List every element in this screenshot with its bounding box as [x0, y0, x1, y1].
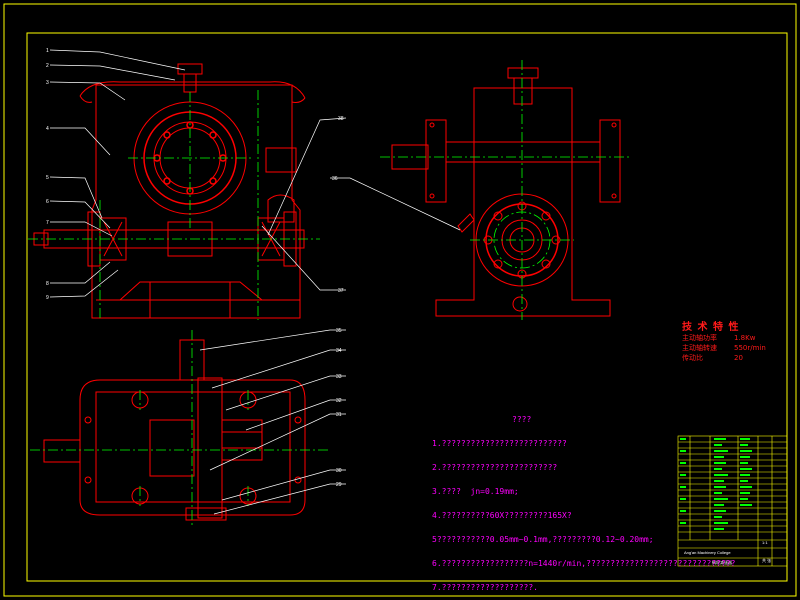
tech-value: 20 — [734, 354, 743, 362]
svg-text:3: 3 — [46, 80, 49, 86]
part-labels: 1 2 3 4 5 6 7 8 9 38 37 36 35 34 33 32 3… — [46, 48, 344, 488]
tech-row: 传动比 20 — [682, 353, 766, 363]
note-line: 7.???????????????????. — [432, 583, 538, 592]
tech-row: 主动轴转速 550r/min — [682, 343, 766, 353]
note-line: 3.???? jn=0.19mm; — [432, 487, 519, 496]
technical-notes: ???? 1.?????????????????????????? 2.????… — [432, 400, 735, 600]
svg-text:5: 5 — [46, 175, 49, 181]
note-line: 6.??????????????????n=1440r/min,????????… — [432, 559, 736, 568]
side-leaders — [330, 177, 461, 231]
parts-list-entries — [680, 438, 752, 530]
svg-text:7: 7 — [46, 220, 49, 226]
svg-text:8: 8 — [46, 281, 49, 287]
parts-list-table — [677, 435, 788, 567]
svg-text:蜗轮减速器: 蜗轮减速器 — [712, 559, 732, 565]
svg-text:30: 30 — [336, 468, 342, 474]
side-centerlines — [380, 60, 630, 320]
front-section-view — [33, 63, 306, 319]
tech-label: 主动轴功率 — [682, 334, 717, 342]
notes-title: ???? — [512, 415, 532, 424]
svg-text:共 张: 共 张 — [762, 557, 771, 563]
inner-frame — [26, 32, 788, 582]
svg-text:Ang'an Machinery College: Ang'an Machinery College — [684, 550, 731, 555]
svg-text:36: 36 — [332, 176, 338, 182]
svg-text:37: 37 — [338, 288, 344, 294]
top-view — [43, 339, 306, 521]
svg-text:6: 6 — [46, 199, 49, 205]
tech-label: 传动比 — [682, 354, 703, 362]
svg-text:32: 32 — [336, 398, 342, 404]
svg-text:1: 1 — [46, 48, 49, 54]
note-line: 5???????????0.05mm~0.1mm,?????????0.12~0… — [432, 535, 654, 544]
front-leaders — [49, 49, 347, 298]
svg-text:34: 34 — [336, 348, 342, 354]
note-line: 2.???????????????????????? — [432, 463, 558, 472]
outer-frame — [3, 3, 797, 597]
side-view — [391, 67, 621, 317]
svg-text:35: 35 — [336, 328, 342, 334]
title-block-text: Ang'an Machinery College 蜗轮减速器 1:1 共 张 — [684, 540, 771, 565]
note-line: 1.?????????????????????????? — [432, 439, 567, 448]
svg-text:29: 29 — [336, 482, 342, 488]
svg-text:38: 38 — [338, 116, 344, 122]
tech-value: 1.8Kw — [734, 334, 756, 342]
svg-text:31: 31 — [336, 412, 342, 418]
svg-text:2: 2 — [46, 63, 49, 69]
svg-text:1:1: 1:1 — [762, 540, 768, 545]
tech-title: 技 术 特 性 — [682, 322, 740, 333]
svg-text:9: 9 — [46, 295, 49, 301]
svg-text:4: 4 — [46, 126, 49, 132]
svg-text:33: 33 — [336, 374, 342, 380]
technical-characteristics: 技 术 特 性 主动轴功率 1.8Kw 主动轴转速 550r/min 传动比 2… — [682, 318, 766, 363]
front-centerlines — [28, 90, 320, 320]
tech-label: 主动轴转速 — [682, 344, 717, 352]
top-leaders — [199, 329, 346, 515]
tech-row: 主动轴功率 1.8Kw — [682, 333, 766, 343]
tech-value: 550r/min — [734, 344, 766, 352]
top-centerlines — [30, 330, 330, 526]
note-line: 4.??????????60X?????????165X? — [432, 511, 572, 520]
